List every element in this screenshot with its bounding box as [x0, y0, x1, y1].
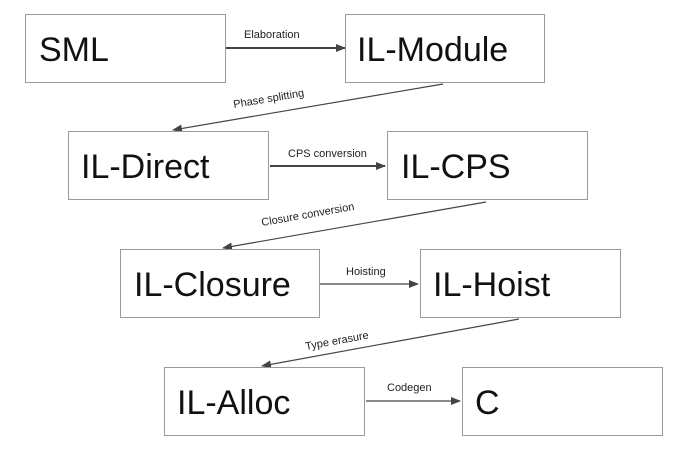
edge-label: Hoisting: [346, 266, 386, 278]
node-label: IL-Module: [357, 31, 508, 69]
edge-arrow: [261, 318, 520, 369]
node-c: C: [462, 367, 663, 436]
node-il-module: IL-Module: [345, 14, 545, 83]
node-box: [462, 367, 663, 436]
edge-cps-conversion: CPS conversion: [270, 148, 386, 170]
node-box: [68, 131, 269, 200]
node-il-alloc: IL-Alloc: [164, 367, 365, 436]
node-box: [25, 14, 226, 83]
node-label: IL-Hoist: [433, 266, 551, 304]
edge-label: Codegen: [387, 382, 432, 394]
edge-label: CPS conversion: [288, 148, 367, 160]
node-label: C: [475, 384, 500, 422]
edge-codegen: Codegen: [366, 382, 461, 405]
node-label: IL-CPS: [401, 148, 511, 186]
node-il-hoist: IL-Hoist: [420, 249, 621, 318]
edge-label: Elaboration: [244, 29, 300, 41]
node-il-closure: IL-Closure: [120, 249, 320, 318]
edge-type-erasure: Type erasure: [261, 318, 520, 369]
edge-elaboration: Elaboration: [225, 29, 346, 52]
node-box: [164, 367, 365, 436]
edge-label: Type erasure: [304, 330, 369, 353]
node-sml: SML: [25, 14, 226, 83]
node-label: IL-Alloc: [177, 384, 290, 422]
edge-phase-splitting: Phase splitting: [172, 83, 444, 133]
node-label: SML: [39, 31, 109, 69]
node-label: IL-Closure: [134, 266, 291, 304]
edge-arrow: [222, 201, 487, 251]
node-il-direct: IL-Direct: [68, 131, 269, 200]
edge-label: Phase splitting: [232, 87, 305, 111]
edge-hoisting: Hoisting: [320, 266, 419, 288]
edge-closure-conversion: Closure conversion: [222, 201, 487, 251]
node-il-cps: IL-CPS: [387, 131, 588, 200]
edge-arrow: [172, 83, 444, 133]
edge-label: Closure conversion: [260, 201, 355, 229]
node-box: [387, 131, 588, 200]
node-box: [120, 249, 320, 318]
node-box: [420, 249, 621, 318]
node-box: [345, 14, 545, 83]
node-label: IL-Direct: [81, 148, 210, 186]
